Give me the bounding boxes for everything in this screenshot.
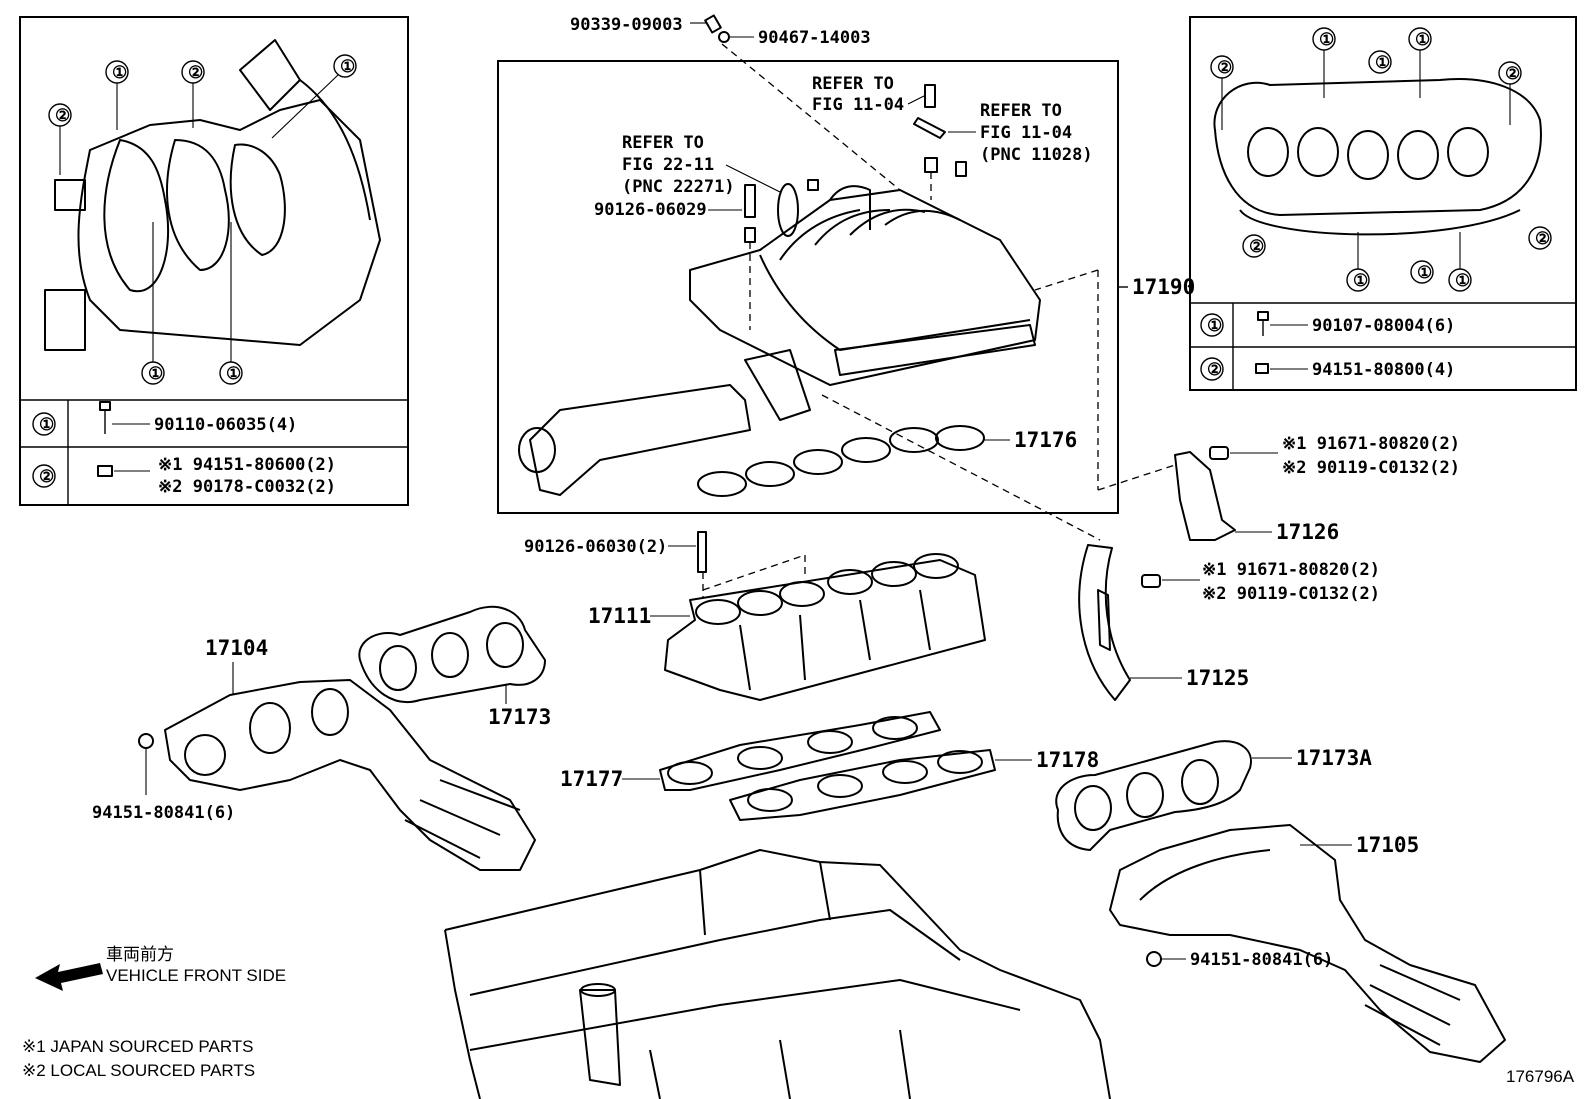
marker-one: ① (1375, 53, 1390, 73)
label-17111: 17111 (588, 604, 651, 628)
part-17173A-exhaust-gasket: 17173A (1055, 740, 1372, 851)
label-17126: 17126 (1276, 520, 1339, 544)
refer-a-line1: REFER TO (812, 74, 894, 94)
marker-one: ① (1319, 30, 1334, 50)
label-17125: 17125 (1186, 666, 1249, 690)
refer-b-line3: (PNC 11028) (980, 145, 1093, 165)
label-17126-bolt-2: ※2 90119-C0132(2) (1282, 458, 1460, 478)
part-17173-exhaust-gasket: 17173 (358, 605, 551, 729)
legend-left-num-1: ① (39, 415, 54, 435)
label-17173: 17173 (488, 705, 551, 729)
direction-en: VEHICLE FRONT SIDE (106, 966, 286, 985)
marker-two: ② (1217, 58, 1232, 78)
legend-right-num-1: ① (1207, 316, 1222, 336)
stud-label-a: 90126-06029 (594, 200, 707, 220)
vehicle-front-indicator: 車両前方 VEHICLE FRONT SIDE (35, 945, 286, 991)
engine-block-outline (444, 849, 1111, 1099)
label-90126-06030: 90126-06030(2) (524, 537, 667, 557)
intake-chamber-assembly: 17176 REFER TO FIG 11-04 REFER TO FIG 11… (497, 60, 1119, 514)
label-17177: 17177 (560, 767, 623, 791)
direction-jp: 車両前方 (106, 945, 174, 964)
label-17178: 17178 (1036, 748, 1099, 772)
label-17176: 17176 (1014, 428, 1077, 452)
legend-left-part-2a: ※1 94151-80600(2) (158, 455, 336, 475)
label-17125-bolt-2: ※2 90119-C0132(2) (1202, 584, 1380, 604)
refer-a-line2: FIG 11-04 (812, 95, 904, 115)
label-90467-14003: 90467-14003 (758, 28, 871, 48)
footnote-2: ※2 LOCAL SOURCED PARTS (22, 1061, 255, 1080)
legend-right-part-2: 94151-80800(4) (1312, 360, 1455, 380)
marker-one: ① (112, 63, 127, 83)
refer-c-line2: FIG 22-11 (622, 155, 714, 175)
marker-two: ② (1505, 64, 1520, 84)
marker-one: ① (148, 364, 163, 384)
label-nut-right: 94151-80841(6) (1190, 950, 1333, 970)
part-17105-exhaust-manifold: 17105 94151-80841(6) (1109, 824, 1506, 1063)
label-17173A: 17173A (1296, 746, 1372, 770)
marker-two: ② (1249, 237, 1264, 257)
inset-gasket-flange-view: ② ① ① ① ② ② ① ① ① ② ① 90107-08004(6) ② 9… (1189, 16, 1577, 391)
part-17126-bracket: ※1 91671-80820(2) ※2 90119-C0132(2) 1712… (1174, 434, 1460, 544)
part-17104-exhaust-manifold: 17104 94151-80841(6) (92, 636, 536, 871)
marker-one: ① (1415, 30, 1430, 50)
figure-id: 176796A (1506, 1067, 1575, 1086)
label-17104: 17104 (205, 636, 268, 660)
marker-one: ① (1353, 271, 1368, 291)
label-17125-bolt-1: ※1 91671-80820(2) (1202, 560, 1380, 580)
legend-left-num-2: ② (39, 467, 54, 487)
refer-c-line1: REFER TO (622, 133, 704, 153)
refer-b-line1: REFER TO (980, 101, 1062, 121)
label-nut-left: 94151-80841(6) (92, 803, 235, 823)
label-90339-09003: 90339-09003 (570, 15, 683, 35)
marker-one: ① (1455, 271, 1470, 291)
legend-left-part-2b: ※2 90178-C0032(2) (158, 477, 336, 497)
marker-two: ② (188, 63, 203, 83)
marker-one: ① (226, 364, 241, 384)
legend-right-num-2: ② (1207, 360, 1222, 380)
legend-left-part-1: 90110-06035(4) (154, 415, 297, 435)
label-17105: 17105 (1356, 833, 1419, 857)
marker-one: ① (1417, 263, 1432, 283)
label-17190: 17190 (1132, 275, 1195, 299)
footnote-1: ※1 JAPAN SOURCED PARTS (22, 1037, 254, 1056)
marker-one: ① (340, 57, 355, 77)
inset-upper-intake-view: ① ② ① ② ① ① ① 90110-06035(4) ② ※1 94151-… (19, 16, 409, 506)
part-17111-lower-manifold: 90126-06030(2) 17111 (524, 531, 986, 701)
marker-two: ② (55, 106, 70, 126)
part-17177-17178-gaskets: 17177 17178 (560, 711, 1099, 821)
marker-two: ② (1535, 229, 1550, 249)
part-17125-insulator: ※1 91671-80820(2) ※2 90119-C0132(2) 1712… (1078, 544, 1380, 701)
label-17126-bolt-1: ※1 91671-80820(2) (1282, 434, 1460, 454)
refer-b-line2: FIG 11-04 (980, 123, 1072, 143)
refer-c-line3: (PNC 22271) (622, 177, 735, 197)
legend-right-part-1: 90107-08004(6) (1312, 316, 1455, 336)
